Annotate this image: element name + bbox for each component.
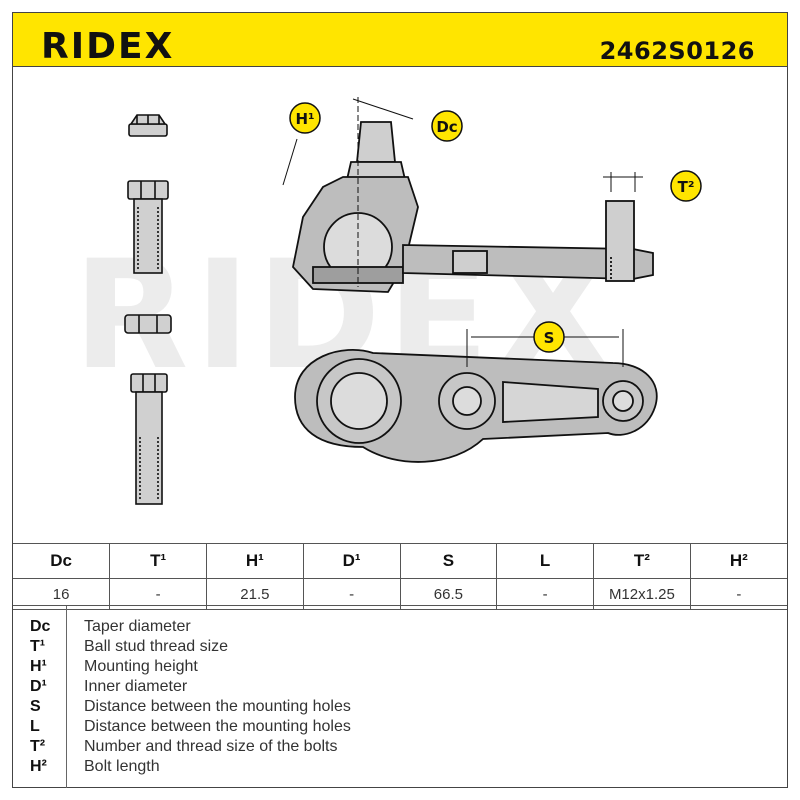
legend-desc: Distance between the mounting holes [84, 718, 351, 735]
legend-desc: Inner diameter [84, 678, 188, 695]
ridex-logo: RIDEX [41, 28, 174, 62]
outer-frame [12, 12, 788, 788]
callout-s-label: S [544, 329, 555, 347]
ball-joint-top-view [294, 349, 658, 463]
spec-value-s: 66.5 [399, 578, 498, 610]
short-bolt [127, 180, 169, 274]
callout-t2-label: T² [678, 178, 695, 196]
legend-code: T² [30, 738, 46, 755]
long-bolt [130, 373, 168, 505]
spec-header-h2: H² [689, 543, 787, 579]
flange-nut-top [128, 114, 168, 137]
spec-value-h1: 21.5 [206, 578, 304, 610]
spec-value-l: - [496, 578, 594, 610]
legend-item: H² Bolt length [30, 757, 351, 777]
hex-nut [124, 314, 172, 334]
spec-table: Dc T¹ H¹ D¹ S L T² H² 16 - 21.5 - 66.5 -… [13, 543, 787, 610]
callout-dc-label: Dc [436, 118, 457, 136]
ball-joint-side-view [292, 121, 654, 293]
legend-desc: Number and thread size of the bolts [84, 738, 338, 755]
legend-item: Dc Taper diameter [30, 617, 351, 637]
legend-code: T¹ [30, 638, 46, 655]
technical-drawing: RIDEX [73, 97, 702, 505]
legend-code: H¹ [30, 658, 47, 675]
header-bar: RIDEX 2462S0126 [13, 13, 787, 67]
spec-value-h2: - [689, 578, 787, 610]
legend-item: T¹ Ball stud thread size [30, 637, 351, 657]
legend-code: D¹ [30, 678, 47, 695]
spec-header-l: L [496, 543, 594, 579]
brand-logo-text: RIDEX [41, 28, 174, 62]
legend-top-divider [13, 605, 787, 606]
spec-value-t1: - [109, 578, 207, 610]
spec-header-row: Dc T¹ H¹ D¹ S L T² H² [13, 543, 787, 579]
legend-item: T² Number and thread size of the bolts [30, 737, 351, 757]
legend-desc: Bolt length [84, 758, 160, 775]
legend: Dc Taper diameter T¹ Ball stud thread si… [30, 617, 351, 777]
legend-code: H² [30, 758, 47, 775]
part-number: 2462S0126 [599, 37, 755, 65]
callout-s: S [533, 321, 565, 353]
dimension-lines-side [282, 97, 643, 287]
spec-value-row: 16 - 21.5 - 66.5 - M12x1.25 - [13, 578, 787, 610]
legend-code: S [30, 698, 41, 715]
spec-header-s: S [399, 543, 498, 579]
callout-dc: Dc [431, 110, 463, 142]
spec-header-dc: Dc [13, 543, 111, 579]
legend-item: S Distance between the mounting holes [30, 697, 351, 717]
spec-header-d1: D¹ [302, 543, 401, 579]
legend-desc: Taper diameter [84, 618, 191, 635]
spec-header-t2: T² [593, 543, 691, 579]
spec-header-t1: T¹ [109, 543, 207, 579]
legend-desc: Distance between the mounting holes [84, 698, 351, 715]
callout-h1: H¹ [289, 102, 321, 134]
spec-value-t2: M12x1.25 [593, 578, 691, 610]
legend-column-divider [66, 606, 67, 788]
callout-h1-label: H¹ [295, 110, 314, 128]
legend-code: L [30, 718, 40, 735]
legend-code: Dc [30, 618, 51, 635]
spec-header-h1: H¹ [206, 543, 304, 579]
legend-item: D¹ Inner diameter [30, 677, 351, 697]
legend-item: H¹ Mounting height [30, 657, 351, 677]
legend-desc: Mounting height [84, 658, 198, 675]
legend-item: L Distance between the mounting holes [30, 717, 351, 737]
callout-t2: T² [670, 170, 702, 202]
spec-value-d1: - [302, 578, 401, 610]
legend-desc: Ball stud thread size [84, 638, 229, 655]
